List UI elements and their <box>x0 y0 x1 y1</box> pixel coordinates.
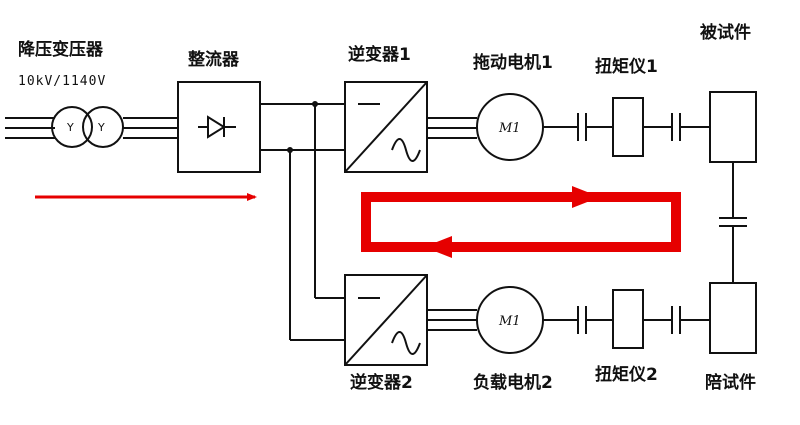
companion-piece <box>709 282 757 354</box>
torque-meter1-label: 扭矩仪1 <box>595 56 658 77</box>
inverter1-motor-lines <box>427 117 477 139</box>
loop-arrow-left-icon <box>424 236 452 258</box>
load-motor-label: 负载电机2 <box>473 372 553 393</box>
transformer: Y Y <box>51 106 124 148</box>
motor1-symbol: M1 <box>498 121 521 136</box>
transformer-primary-winding: Y <box>66 121 74 134</box>
ac-symbol-icon <box>391 331 421 355</box>
dc-bus <box>260 103 345 341</box>
test-piece-label: 被试件 <box>700 22 751 43</box>
drive-motor-label: 拖动电机1 <box>473 52 553 73</box>
incoming-lines <box>5 117 55 139</box>
inverter2-label: 逆变器2 <box>350 372 413 393</box>
transformer-title: 降压变压器 <box>18 39 104 60</box>
shaft-upper-2 <box>643 113 710 141</box>
load-motor: M1 <box>476 286 544 354</box>
diode-icon <box>198 115 236 139</box>
transformer-secondary-winding: Y <box>97 121 105 134</box>
circulating-power-loop <box>361 186 681 258</box>
transformer-rectifier-lines <box>123 117 178 139</box>
inverter2 <box>344 274 428 366</box>
torque-meter2 <box>612 289 644 349</box>
transformer-rating: 10kV/1140V <box>18 74 106 89</box>
rectifier-label: 整流器 <box>188 49 240 70</box>
inverter1 <box>344 81 428 173</box>
rectifier <box>177 81 261 173</box>
bus-junction-dot <box>312 101 318 107</box>
inverter1-label: 逆变器1 <box>348 44 411 65</box>
motor2-symbol: M1 <box>498 314 521 329</box>
shaft-upper-1 <box>543 113 613 141</box>
shaft-lower-2 <box>643 306 710 334</box>
torque-meter2-label: 扭矩仪2 <box>595 364 658 385</box>
loop-arrow-right-icon <box>572 186 600 208</box>
shaft-lower-1 <box>543 306 613 334</box>
test-piece <box>709 91 757 163</box>
drive-motor: M1 <box>476 93 544 161</box>
inverter2-motor-lines <box>427 309 477 331</box>
torque-meter1 <box>612 97 644 157</box>
vertical-coupling <box>719 162 747 283</box>
ac-symbol-icon <box>391 138 421 162</box>
companion-piece-label: 陪试件 <box>705 372 756 393</box>
bus-junction-dot <box>287 147 293 153</box>
